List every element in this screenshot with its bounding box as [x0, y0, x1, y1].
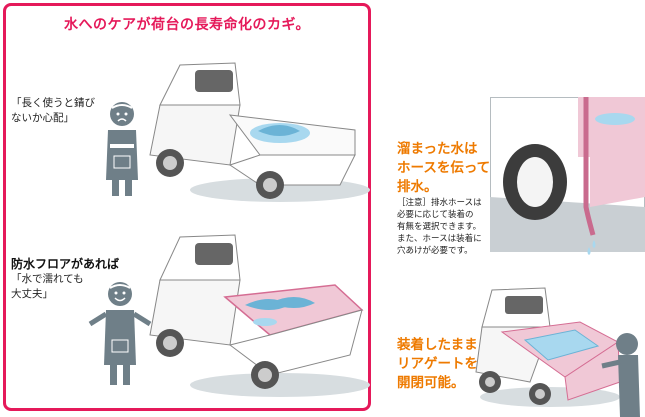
drain-note-line4: また、ホースは装着に [397, 234, 482, 244]
drain-heading-line2: ホースを伝って [397, 160, 491, 176]
tailgate-heading-line1: 装着したまま [397, 337, 478, 353]
happy-quote-line1: 「水で濡れても [11, 273, 84, 285]
drain-heading: 溜まった水は ホースを伝って 排水。 [397, 140, 490, 197]
tailgate-heading-line3: 開閉可能。 [397, 375, 465, 391]
truck-waterproof-floor-illustration [149, 234, 370, 397]
happy-quote: 「水で濡れても 大丈夫」 [11, 272, 84, 302]
drain-hose-closeup-illustration [490, 97, 645, 255]
waterproof-floor-label: 防水フロアがあれば [11, 257, 120, 271]
tailgate-heading-line2: リアゲートを [397, 356, 478, 372]
worried-quote-line1: 「長く使うと錆び [11, 97, 95, 109]
worried-quote: 「長く使うと錆び ないか心配」 [11, 96, 95, 126]
comparison-panel [3, 3, 371, 411]
worried-quote-line2: ないか心配」 [11, 112, 74, 124]
happy-person-figure [88, 282, 152, 385]
drain-note-line3: 有無を選択できます。 [397, 222, 482, 232]
drain-heading-line1: 溜まった水は [397, 141, 478, 157]
happy-quote-line2: 大丈夫」 [11, 288, 53, 300]
drain-note-line2: 必要に応じて装着の [397, 210, 474, 220]
worried-person-figure [106, 102, 138, 196]
drain-note-line5: 穴あけが必要です。 [397, 246, 473, 256]
tailgate-heading: 装着したまま リアゲートを 開閉可能。 [397, 336, 478, 393]
drain-note-line1: ［注意］排水ホースは [397, 198, 482, 208]
tailgate-open-illustration [475, 287, 640, 417]
drain-note: ［注意］排水ホースは 必要に応じて装着の 有無を選択できます。 また、ホースは装… [397, 197, 482, 257]
headline: 水へのケアが荷台の長寿命化のカギ。 [63, 17, 311, 33]
truck-wet-bed-illustration [149, 62, 370, 202]
drain-heading-line3: 排水。 [397, 179, 438, 195]
